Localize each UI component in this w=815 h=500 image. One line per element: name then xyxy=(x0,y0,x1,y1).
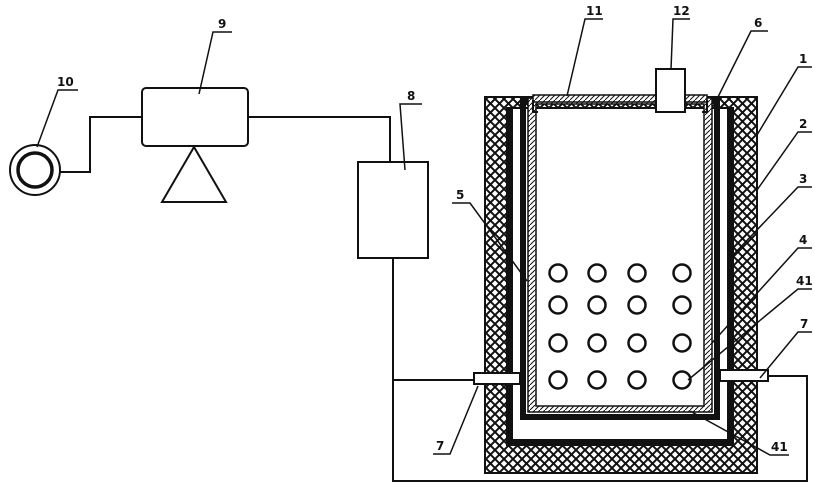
label-12: 12 xyxy=(673,4,690,18)
hole xyxy=(548,263,568,283)
control-box xyxy=(357,161,429,259)
compressor-unit xyxy=(141,87,249,203)
label-3: 3 xyxy=(799,172,807,186)
hole-grid xyxy=(548,263,692,390)
label-6: 6 xyxy=(754,16,762,30)
leader-lines xyxy=(36,18,812,456)
label-5: 5 xyxy=(456,188,464,202)
hole xyxy=(587,370,607,390)
lid-clip-left xyxy=(532,100,538,113)
hole xyxy=(672,370,692,390)
hole xyxy=(587,295,607,315)
hole xyxy=(672,333,692,353)
hole xyxy=(627,295,647,315)
label-41-right: 41 xyxy=(796,274,813,288)
sensor-valve xyxy=(655,68,686,113)
label-41-bottom: 41 xyxy=(771,440,788,454)
port-right xyxy=(719,369,769,382)
hole xyxy=(587,333,607,353)
vessel-lid xyxy=(532,94,708,103)
lid-clip-right xyxy=(702,100,708,113)
hole xyxy=(672,263,692,283)
label-11: 11 xyxy=(586,4,603,18)
hole xyxy=(627,263,647,283)
outer-shell xyxy=(507,108,733,445)
hole xyxy=(627,370,647,390)
hole xyxy=(548,295,568,315)
pipe-network xyxy=(60,116,808,482)
label-7-left: 7 xyxy=(436,439,444,453)
hole xyxy=(548,333,568,353)
inner-vessel-wall xyxy=(520,98,720,420)
part-labels: 9 10 8 11 12 6 1 2 3 4 41 7 5 7 41 xyxy=(57,4,813,454)
hole xyxy=(548,370,568,390)
label-8: 8 xyxy=(407,89,415,103)
gas-source xyxy=(9,144,61,196)
label-7-right: 7 xyxy=(800,317,808,331)
label-10: 10 xyxy=(57,75,74,89)
hole xyxy=(627,333,647,353)
hole xyxy=(672,295,692,315)
port-left xyxy=(473,372,521,385)
label-9: 9 xyxy=(218,17,226,31)
label-1: 1 xyxy=(799,52,807,66)
label-4: 4 xyxy=(799,233,807,247)
label-2: 2 xyxy=(799,117,807,131)
hole xyxy=(587,263,607,283)
perforated-liner xyxy=(527,97,713,413)
